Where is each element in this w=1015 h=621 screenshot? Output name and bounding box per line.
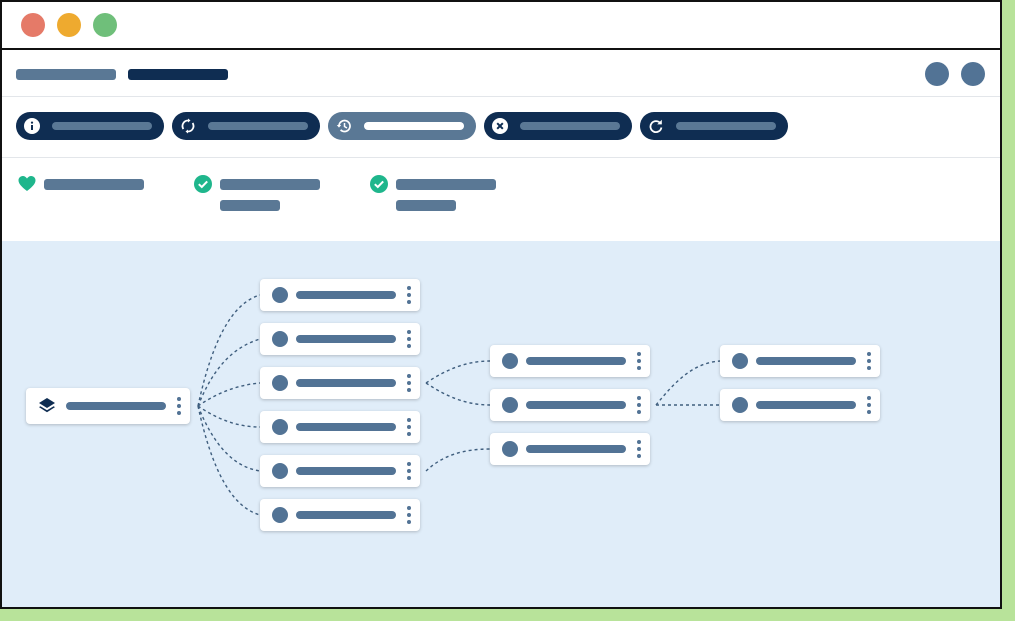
status-summary	[2, 158, 1000, 241]
more-options-icon[interactable]	[407, 330, 411, 348]
breadcrumb-parent[interactable]	[16, 69, 116, 80]
node-status-icon	[272, 331, 288, 347]
more-options-icon[interactable]	[177, 397, 181, 415]
node-status-icon	[272, 419, 288, 435]
graph-node-l1-0[interactable]	[260, 279, 420, 311]
refresh-button-label	[676, 122, 776, 130]
sync-button[interactable]	[172, 112, 320, 140]
history-button[interactable]	[328, 112, 476, 140]
graph-node-l3-1[interactable]	[720, 389, 880, 421]
edge-root-l1-5	[197, 405, 261, 516]
action-toolbar	[2, 97, 1000, 158]
dependency-graph-canvas[interactable]	[2, 241, 1000, 607]
edge-root-l1-2	[197, 382, 261, 407]
graph-node-l2-2[interactable]	[490, 433, 650, 465]
graph-node-l2-1[interactable]	[490, 389, 650, 421]
edge-root-l1-4	[197, 405, 261, 472]
edge-l1-4-l2-2	[425, 448, 491, 472]
node-status-icon	[502, 397, 518, 413]
edge-l1-2-l2-0	[425, 360, 491, 384]
more-options-icon[interactable]	[637, 396, 641, 414]
node-label	[296, 291, 396, 299]
node-label	[526, 357, 626, 365]
graph-root-node[interactable]	[26, 388, 190, 424]
more-options-icon[interactable]	[867, 352, 871, 370]
page-header	[2, 50, 1000, 97]
more-options-icon[interactable]	[407, 462, 411, 480]
node-label	[296, 335, 396, 343]
node-status-icon	[732, 353, 748, 369]
graph-node-l1-4[interactable]	[260, 455, 420, 487]
edge-root-l1-0	[197, 294, 261, 407]
refresh-icon	[649, 119, 663, 134]
node-status-icon	[272, 463, 288, 479]
graph-node-l1-3[interactable]	[260, 411, 420, 443]
more-options-icon[interactable]	[637, 440, 641, 458]
graph-edges	[197, 294, 721, 516]
history-icon	[336, 119, 351, 133]
node-status-icon	[502, 353, 518, 369]
more-options-icon[interactable]	[407, 374, 411, 392]
account-avatar[interactable]	[961, 62, 985, 86]
node-label	[526, 401, 626, 409]
heart-icon	[18, 176, 36, 191]
graph-node-l2-0[interactable]	[490, 345, 650, 377]
info-button-label	[52, 122, 152, 130]
node-label	[526, 445, 626, 453]
node-label	[296, 423, 396, 431]
graph-node-l3-0[interactable]	[720, 345, 880, 377]
more-options-icon[interactable]	[407, 418, 411, 436]
edge-root-l1-3	[197, 405, 261, 428]
health-status-label	[44, 179, 144, 190]
node-status-icon	[732, 397, 748, 413]
more-options-icon[interactable]	[407, 286, 411, 304]
node-status-icon	[272, 375, 288, 391]
cancel-icon	[492, 118, 508, 134]
graph-node-l1-2[interactable]	[260, 367, 420, 399]
more-options-icon[interactable]	[407, 506, 411, 524]
edge-l1-2-l2-1	[425, 382, 491, 406]
node-status-icon	[502, 441, 518, 457]
check-status-1-label	[220, 179, 320, 190]
graph-node-l1-1[interactable]	[260, 323, 420, 355]
layers-icon	[39, 398, 55, 413]
window-maximize-button[interactable]	[93, 13, 117, 37]
more-options-icon[interactable]	[637, 352, 641, 370]
user-avatar[interactable]	[925, 62, 949, 86]
info-icon	[24, 118, 40, 134]
more-options-icon[interactable]	[867, 396, 871, 414]
refresh-button[interactable]	[640, 112, 788, 140]
node-label	[756, 357, 856, 365]
sync-icon	[181, 118, 195, 134]
window-close-button[interactable]	[21, 13, 45, 37]
check-status-1-sublabel	[220, 200, 280, 211]
node-label	[756, 401, 856, 409]
node-status-icon	[272, 507, 288, 523]
cancel-button[interactable]	[484, 112, 632, 140]
info-button[interactable]	[16, 112, 164, 140]
sync-button-label	[208, 122, 308, 130]
node-status-icon	[272, 287, 288, 303]
history-button-label	[364, 122, 464, 130]
cancel-button-label	[520, 122, 620, 130]
graph-node-l1-5[interactable]	[260, 499, 420, 531]
node-label	[296, 379, 396, 387]
check-circle-icon	[370, 175, 388, 193]
edge-l2-1-l3-0	[655, 360, 721, 406]
check-circle-icon	[194, 175, 212, 193]
title-bar	[2, 2, 1000, 50]
breadcrumb-current	[128, 69, 228, 80]
check-status-2-sublabel	[396, 200, 456, 211]
root-node-label	[66, 402, 166, 410]
check-status-2-label	[396, 179, 496, 190]
window-minimize-button[interactable]	[57, 13, 81, 37]
app-window	[0, 0, 1002, 609]
edge-root-l1-1	[197, 338, 261, 407]
node-label	[296, 467, 396, 475]
node-label	[296, 511, 396, 519]
